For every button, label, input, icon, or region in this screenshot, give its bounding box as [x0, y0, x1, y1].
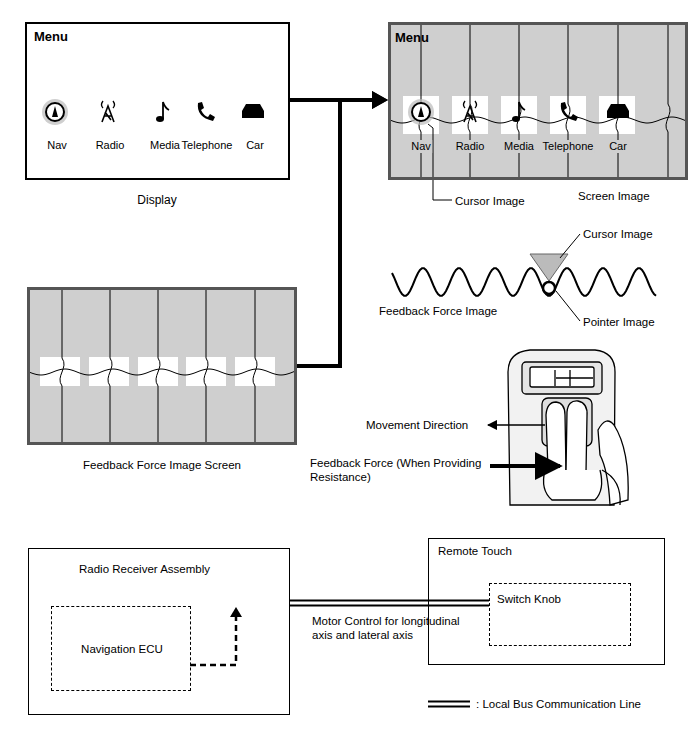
callout-label: Feedback Force Image	[379, 304, 497, 318]
icon-tile	[599, 96, 635, 134]
menu-icons	[42, 99, 629, 125]
leader-line	[428, 124, 452, 200]
wave-line	[108, 287, 112, 445]
component-box: Navigation ECU	[51, 606, 191, 691]
unit-box: Remote TouchSwitch Knob	[428, 538, 665, 665]
node-label: Screen Image	[578, 190, 650, 204]
radio-icon	[102, 101, 115, 122]
leader-line	[560, 234, 580, 258]
node-label: Remote Touch	[438, 545, 512, 559]
node-label: Navigation ECU	[81, 643, 163, 657]
callout-label: Cursor Image	[583, 227, 653, 241]
arrow-head	[372, 91, 388, 109]
legend-text: : Local Bus Communication Line	[476, 697, 641, 711]
menu-title: Menu	[395, 30, 429, 46]
node-label: Telephone	[542, 140, 595, 153]
car-icon	[242, 104, 264, 118]
media-icon	[512, 102, 525, 122]
icon-tiles	[40, 96, 635, 386]
wave-line	[666, 22, 670, 180]
screen-box: MenuNavRadioMediaTelephoneCarScreen Imag…	[388, 22, 688, 180]
tel-icon	[561, 102, 578, 121]
edge-label: Motor Control for longitudinal axis and …	[312, 614, 462, 643]
arrow-head	[230, 607, 242, 617]
connector	[297, 91, 388, 366]
wave-line	[29, 369, 295, 375]
nav-icon	[408, 99, 434, 125]
leader-line	[556, 291, 580, 321]
node-label: Radio	[96, 139, 125, 152]
movement-arrow	[488, 424, 545, 426]
legend-sample	[428, 698, 472, 710]
node-label: Display	[137, 193, 176, 207]
pointer-circle	[543, 282, 555, 294]
tel-icon	[198, 102, 215, 121]
node-label: Switch Knob	[497, 593, 561, 607]
wave-line	[468, 22, 472, 180]
arrow-head	[372, 91, 388, 109]
wave-line	[566, 22, 570, 180]
component-box: Switch Knob	[489, 583, 631, 646]
remote-hand	[508, 350, 628, 505]
callout-label: Movement Direction	[366, 418, 468, 432]
wave-line	[156, 287, 160, 445]
screen-box: Feedback Force Image Screen	[27, 287, 297, 445]
screen-box: MenuNavRadioMediaTelephoneCarDisplay	[25, 22, 290, 180]
signal-dashed-line	[190, 614, 236, 665]
wave-line	[253, 287, 257, 445]
force-arrow	[490, 464, 560, 468]
node-label: Radio	[455, 140, 486, 153]
callout-label: Cursor Image	[455, 194, 525, 208]
legend-line	[428, 700, 470, 702]
car-icon	[607, 104, 629, 118]
node-label: Telephone	[182, 139, 233, 152]
legend-line	[428, 705, 470, 707]
node-label: Media	[150, 139, 180, 152]
radio-icon	[464, 101, 477, 122]
node-label: Car	[608, 140, 628, 153]
force-wave	[392, 268, 656, 296]
node-label: Feedback Force Image Screen	[83, 459, 241, 473]
node-label: Nav	[47, 139, 67, 152]
wave-line	[616, 22, 620, 180]
wave-line	[60, 287, 64, 445]
node-label: Radio Receiver Assembly	[79, 563, 210, 577]
node-label: Nav	[410, 140, 432, 153]
connector	[290, 601, 489, 606]
unit-box: Radio Receiver AssemblyNavigation ECU	[28, 548, 290, 715]
icon-tile	[403, 96, 439, 134]
callout-label: Pointer Image	[583, 315, 655, 329]
wave-line	[204, 287, 208, 445]
node-label: Media	[503, 140, 535, 153]
feedback-lines	[29, 22, 686, 445]
nav-icon	[42, 99, 68, 125]
menu-title: Menu	[34, 29, 68, 45]
wave-line	[517, 22, 521, 180]
media-icon	[156, 102, 169, 122]
node-label: Car	[246, 139, 264, 152]
callout-label: Feedback Force (When Providing Resistanc…	[310, 456, 482, 485]
cursor-triangle	[530, 254, 568, 281]
wave-line	[390, 117, 686, 123]
screen-ground	[27, 287, 297, 445]
